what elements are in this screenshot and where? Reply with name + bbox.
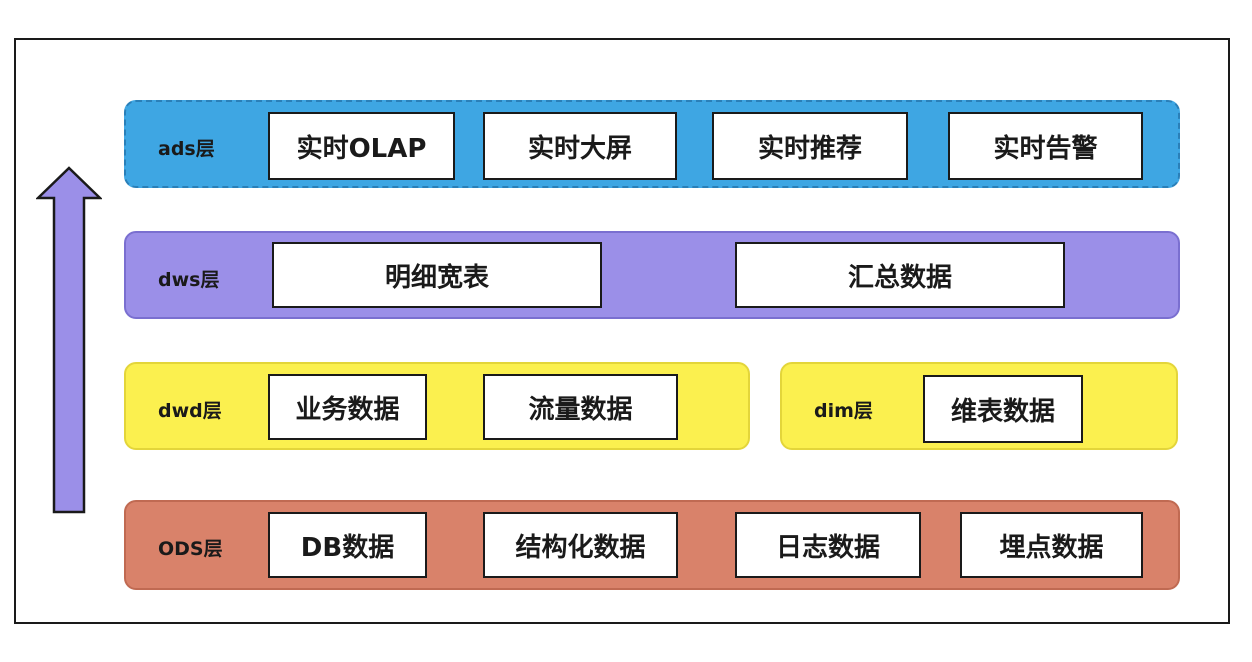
traffic-data-box: 流量数据 (483, 374, 678, 440)
up-arrow-icon (36, 166, 102, 514)
detail-wide-table-box: 明细宽表 (272, 242, 602, 308)
summary-data-box: 汇总数据 (735, 242, 1065, 308)
dimension-table-data-box: 维表数据 (923, 375, 1083, 443)
log-data-box: 日志数据 (735, 512, 921, 578)
db-data-box: DB数据 (268, 512, 427, 578)
dwd-layer-label: dwd层 (158, 400, 222, 422)
tracking-data-box: 埋点数据 (960, 512, 1143, 578)
realtime-dashboard-box: 实时大屏 (483, 112, 677, 180)
ods-layer-label: ODS层 (158, 538, 223, 560)
dim-layer-label: dim层 (814, 400, 873, 422)
structured-data-box: 结构化数据 (483, 512, 678, 578)
dws-layer-label: dws层 (158, 269, 220, 291)
ads-layer-label: ads层 (158, 138, 215, 160)
realtime-alert-box: 实时告警 (948, 112, 1143, 180)
realtime-olap-box: 实时OLAP (268, 112, 455, 180)
realtime-recommend-box: 实时推荐 (712, 112, 908, 180)
business-data-box: 业务数据 (268, 374, 427, 440)
